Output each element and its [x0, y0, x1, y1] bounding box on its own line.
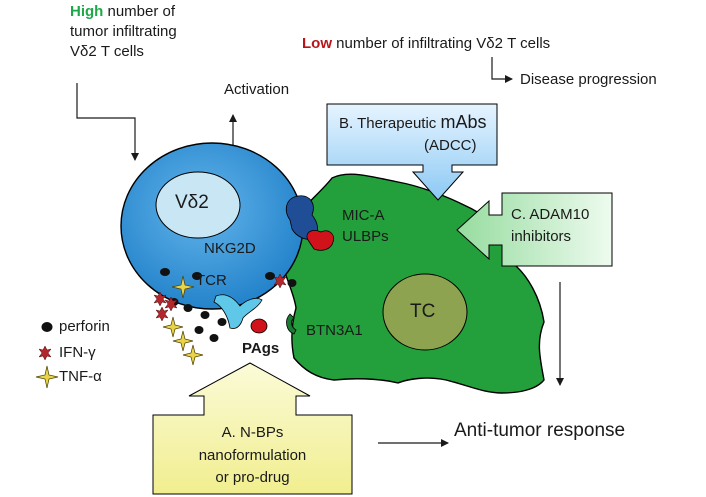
pags-label: PAgs — [242, 340, 280, 357]
tc-label: TC — [410, 301, 436, 322]
legend-perforin-icon — [41, 322, 53, 332]
box-b-callout — [326, 103, 498, 201]
high-line1-rest: number of — [103, 3, 176, 20]
pag-molecule — [250, 318, 268, 334]
high-label: High — [70, 3, 104, 20]
legend-ifn-icon — [38, 345, 52, 361]
legend-tnf-label: TNF-α — [59, 368, 102, 385]
vd2-nucleus — [155, 171, 241, 239]
high-infiltration-arrow — [76, 83, 139, 161]
legend-tnf-icon — [35, 365, 59, 389]
box-b-title: B. Therapeutic mAbs — [339, 113, 486, 133]
tcr-label: TCR — [196, 272, 227, 289]
box-b-subtitle: (ADCC) — [424, 137, 477, 154]
tcr-receptor — [213, 294, 263, 329]
box-a-line1: A. N-BPs — [221, 424, 284, 441]
btn3a1-receptor — [286, 313, 297, 335]
nkg2d-receptor — [285, 195, 318, 240]
perforin-granules — [160, 268, 297, 342]
tumor-nucleus — [382, 273, 468, 351]
box-c-line1: C. ADAM10 — [511, 206, 590, 223]
box-b-title-prefix: B. Therapeutic — [339, 115, 441, 132]
nkg2d-label: NKG2D — [204, 240, 256, 257]
high-line2: tumor infiltrating — [70, 23, 177, 40]
tnf-alpha-particles — [162, 275, 204, 366]
low-label: Low — [302, 35, 332, 52]
mica-ligand — [306, 230, 335, 251]
btn3a1-label: BTN3A1 — [306, 322, 363, 339]
vd2-label: Vδ2 — [175, 192, 209, 213]
legend-ifn-label: IFN-γ — [59, 344, 96, 361]
box-a-line3: or pro-drug — [215, 469, 290, 486]
box-a-line2: nanoformulation — [198, 447, 307, 464]
ulbps-label: ULBPs — [342, 228, 389, 245]
disease-progression-arrow — [491, 57, 513, 83]
box-a-callout — [152, 362, 353, 495]
box-c-line2: inhibitors — [511, 228, 572, 245]
box-b-title-big: mAbs — [440, 112, 487, 132]
disease-progression-label: Disease progression — [520, 71, 657, 88]
activation-label: Activation — [224, 81, 290, 98]
box-c-callout — [456, 192, 613, 267]
ifn-gamma-particles — [153, 273, 287, 322]
legend-perforin-label: perforin — [59, 318, 110, 335]
anti-tumor-response-label: Anti-tumor response — [454, 420, 626, 441]
low-line-rest: number of infiltrating Vδ2 T cells — [332, 35, 551, 52]
high-infiltration-note: High number of — [70, 3, 175, 21]
low-infiltration-note: Low number of infiltrating Vδ2 T cells — [302, 35, 550, 53]
high-line3: Vδ2 T cells — [70, 43, 144, 60]
mica-label: MIC-A — [342, 207, 385, 224]
